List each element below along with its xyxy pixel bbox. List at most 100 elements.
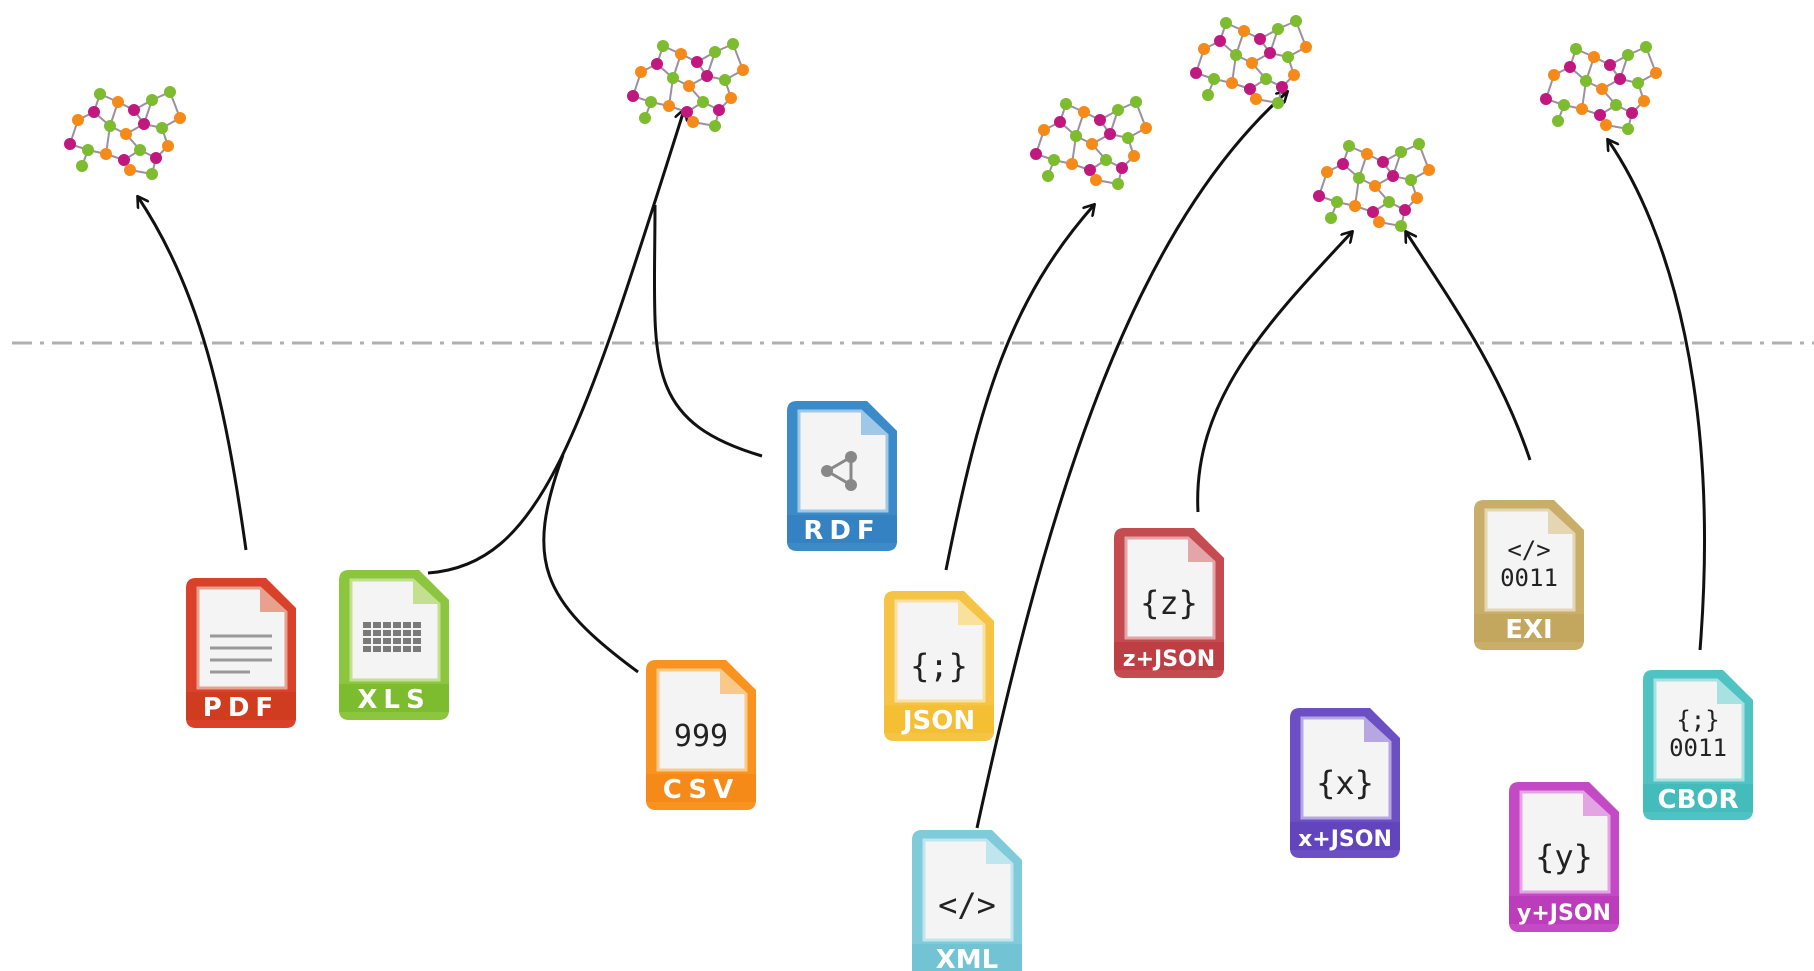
- file-page: [922, 838, 1014, 942]
- file-band: [1643, 784, 1753, 812]
- file-fold: [861, 411, 887, 435]
- file-fold: [1717, 680, 1743, 704]
- file-band: [787, 515, 897, 543]
- graph-node: [1395, 146, 1407, 158]
- graph-node: [1202, 89, 1214, 101]
- graph-node: [1066, 158, 1078, 170]
- arrow-rdf-join: [652, 204, 763, 458]
- graph-node: [1395, 220, 1407, 232]
- graph-node: [1361, 148, 1373, 160]
- graph-node: [1122, 132, 1134, 144]
- graph-node: [1038, 124, 1050, 136]
- file-label: JSON: [901, 706, 975, 736]
- graph-node: [627, 90, 639, 102]
- graph-node: [1198, 43, 1210, 55]
- graph-node: [1104, 128, 1116, 140]
- file-band: [1290, 822, 1400, 850]
- file-page: [1300, 716, 1392, 820]
- graph-node: [1576, 103, 1588, 115]
- graph-node: [1272, 97, 1284, 109]
- file-icon-xjson: x+JSON{x}: [1290, 708, 1400, 858]
- graph-node: [1214, 35, 1226, 47]
- graph-node: [1094, 114, 1106, 126]
- file-icon-json: JSON {;}: [884, 591, 994, 741]
- file-fold: [986, 840, 1012, 864]
- graph-node: [687, 116, 699, 128]
- graph-node: [1387, 170, 1399, 182]
- graph-node: [120, 128, 132, 140]
- file-label: CBOR: [1657, 785, 1738, 815]
- graph-node: [681, 106, 693, 118]
- graph-node: [1638, 95, 1650, 107]
- graph-node: [1060, 98, 1072, 110]
- graph-node: [727, 38, 739, 50]
- graph-node: [1260, 73, 1272, 85]
- graph-node: [1048, 154, 1060, 166]
- file-band: [1509, 896, 1619, 924]
- graph-node: [1331, 196, 1343, 208]
- graph-node: [1140, 122, 1152, 134]
- graph-node: [1112, 104, 1124, 116]
- graph-node: [1100, 154, 1112, 166]
- graph-node: [134, 144, 146, 156]
- graph-node: [1300, 41, 1312, 53]
- graph-node: [651, 58, 663, 70]
- graph-node: [1282, 51, 1294, 63]
- file-label: XLS: [357, 685, 430, 715]
- graph-node: [1230, 49, 1242, 61]
- graph-node: [1116, 162, 1128, 174]
- knowledge-graph-icon: [1313, 138, 1435, 232]
- graph-node: [1423, 164, 1435, 176]
- file-page: [1124, 536, 1216, 640]
- file-icon-zjson: z+JSON{z}: [1114, 528, 1224, 678]
- file-symbol: {z}: [1140, 584, 1198, 622]
- file-page: [1519, 790, 1611, 894]
- graph-node: [104, 120, 116, 132]
- graph-node: [1112, 178, 1124, 190]
- graph-node: [82, 144, 94, 156]
- graph-node: [1564, 61, 1576, 73]
- file-band: [884, 705, 994, 733]
- graph-node: [1238, 25, 1250, 37]
- graph-node: [1622, 123, 1634, 135]
- file-icon-xls: XLS: [339, 570, 449, 720]
- file-band: [1114, 642, 1224, 670]
- graph-node: [701, 70, 713, 82]
- file-symbol: </>: [938, 886, 996, 924]
- graph-node: [675, 48, 687, 60]
- graph-node: [1208, 73, 1220, 85]
- graph-node: [1321, 166, 1333, 178]
- file-band: [1474, 614, 1584, 642]
- file-symbol: {y}: [1535, 838, 1593, 876]
- file-icon-exi: EXI</>0011: [1474, 500, 1584, 650]
- graph-node: [709, 46, 721, 58]
- graph-node: [1640, 41, 1652, 53]
- graph-node: [1588, 51, 1600, 63]
- file-symbol: {;}: [910, 647, 968, 685]
- graph-node: [1290, 15, 1302, 27]
- graph-node: [635, 66, 647, 78]
- graph-node: [1325, 212, 1337, 224]
- file-label: y+JSON: [1517, 901, 1611, 926]
- graph-node: [88, 106, 100, 118]
- graph-node: [725, 92, 737, 104]
- graph-node: [719, 74, 731, 86]
- file-label: x+JSON: [1298, 827, 1392, 852]
- graph-node: [174, 112, 186, 124]
- knowledge-graph-icon: [1190, 15, 1312, 109]
- graph-node: [94, 88, 106, 100]
- graph-node: [1626, 107, 1638, 119]
- file-fold: [958, 601, 984, 625]
- file-icon-pdf: PDF: [186, 578, 296, 728]
- file-label: PDF: [203, 693, 279, 723]
- graph-node: [697, 96, 709, 108]
- graph-node: [1405, 174, 1417, 186]
- graph-node: [164, 86, 176, 98]
- graph-node: [1250, 93, 1262, 105]
- file-icon-xml: XML</>: [912, 830, 1022, 971]
- file-fold: [1364, 718, 1390, 742]
- graph-node: [683, 80, 695, 92]
- graph-node: [1246, 57, 1258, 69]
- graph-node: [1086, 138, 1098, 150]
